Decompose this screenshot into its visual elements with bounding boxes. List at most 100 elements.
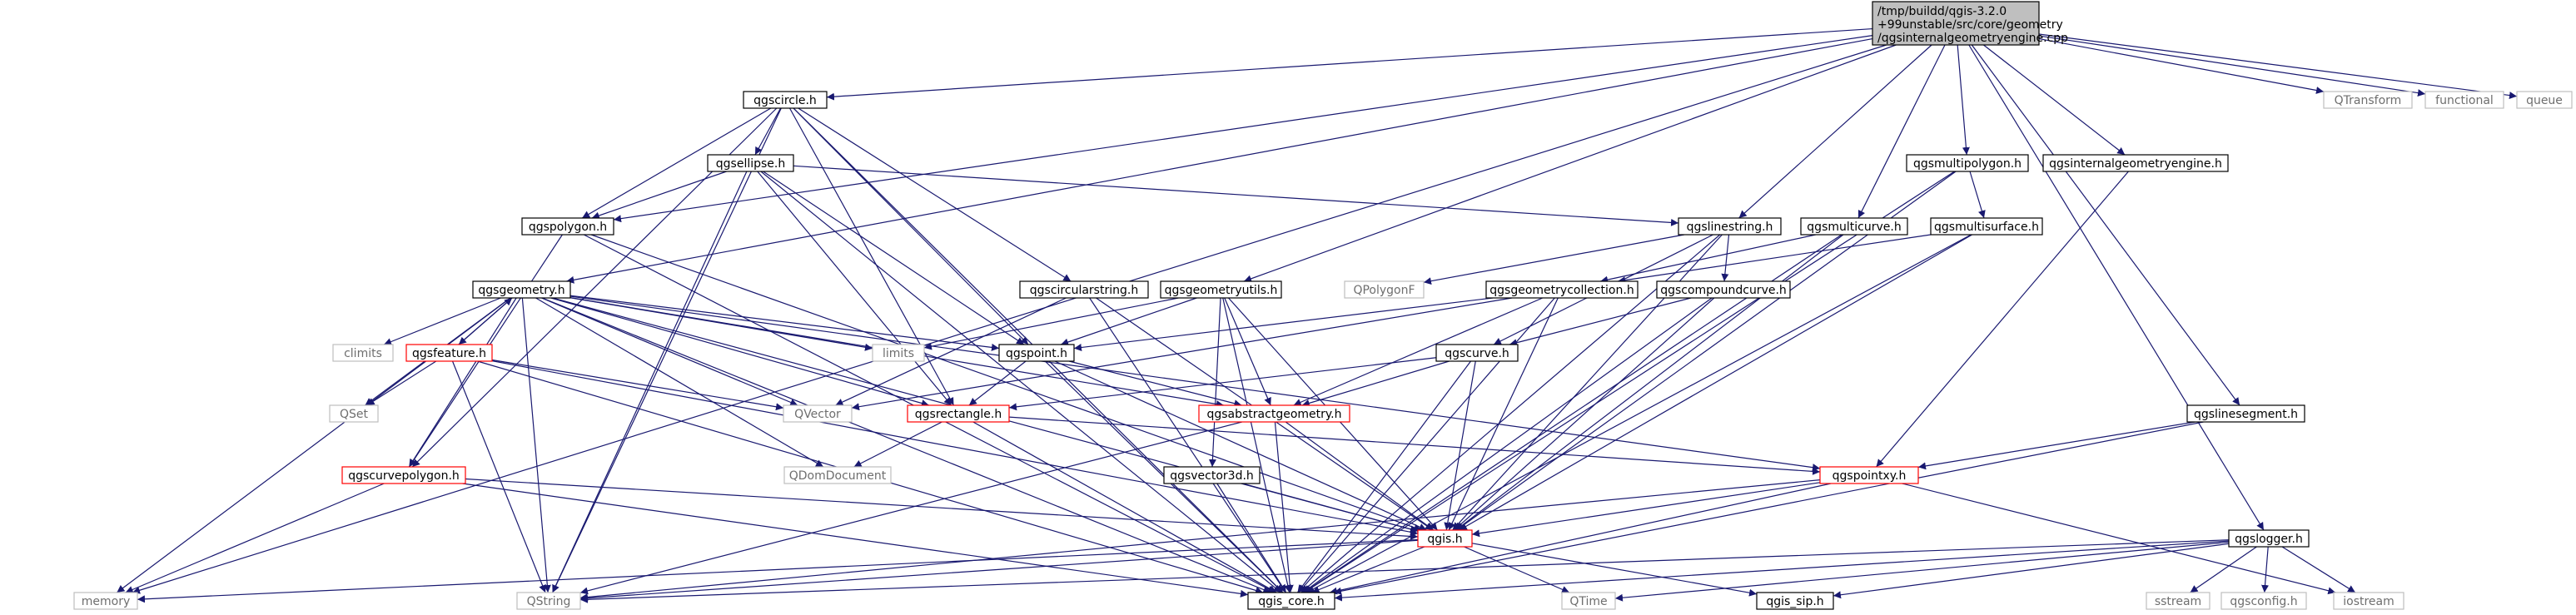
edge-qgsgeometry-to-QDomDocument xyxy=(535,297,824,468)
node-qgslogger[interactable]: qgslogger.h xyxy=(2228,529,2310,548)
node-label: qgspolygon.h xyxy=(529,221,607,234)
node-box xyxy=(1678,217,1782,236)
node-qgscurve[interactable]: qgscurve.h xyxy=(1435,344,1519,362)
node-qgspointxy[interactable]: qgspointxy.h xyxy=(1819,466,1919,484)
node-climits: climits xyxy=(332,344,394,362)
node-box xyxy=(1019,280,1149,299)
edge-qgsmultipolygon-to-qgsmultisurface xyxy=(1969,171,1986,219)
edge-qgsfeature-to-QString xyxy=(451,360,546,593)
node-qgslinesegment[interactable]: qgslinesegment.h xyxy=(2186,404,2305,423)
node-label: QDomDocument xyxy=(789,469,887,483)
node-qgsmultipolygon[interactable]: qgsmultipolygon.h xyxy=(1906,154,2029,172)
node-qgsabstractgeometry[interactable]: qgsabstractgeometry.h xyxy=(1198,404,1350,423)
node-qgsvector3d[interactable]: qgsvector3d.h xyxy=(1163,466,1261,484)
node-box xyxy=(1656,280,1791,299)
edge-qgscircle-to-qgspolygon xyxy=(581,107,772,219)
node-qgsgeometryutils[interactable]: qgsgeometryutils.h xyxy=(1160,280,1282,299)
edge-qgsgeometrycollection-to-qgsabstractgeometry xyxy=(1293,297,1544,406)
edge-qgsfeature-to-qgis xyxy=(491,360,1419,536)
node-queue: queue xyxy=(2516,91,2573,109)
edge-qgsgeometrycollection-to-QVector xyxy=(851,297,1513,411)
node-label: functional xyxy=(2435,94,2494,107)
edge-qgslogger-to-qgis_core xyxy=(1334,540,2230,602)
edge-root-to-memory xyxy=(132,44,1887,594)
node-qgis[interactable]: qgis.h xyxy=(1417,529,1473,548)
edge-qgsgeometryutils-to-qgspoint xyxy=(1060,297,1197,346)
node-qgscompoundcurve[interactable]: qgscompoundcurve.h xyxy=(1656,280,1791,299)
node-memory: memory xyxy=(73,592,138,610)
edge-root-to-QTransform xyxy=(2038,37,2325,94)
edge-qgsrectangle-to-qgis_core xyxy=(972,421,1277,593)
edge-qgscircle-to-qgscircularstring xyxy=(798,107,1072,282)
node-box xyxy=(329,404,379,423)
node-qgsfeature[interactable]: qgsfeature.h xyxy=(405,344,493,362)
node-qgsellipse[interactable]: qgsellipse.h xyxy=(707,154,794,172)
node-label: queue xyxy=(2526,94,2563,107)
node-box xyxy=(516,592,581,610)
edge-root-to-qgslinestring xyxy=(1738,44,1932,219)
node-qgscurvepolygon[interactable]: qgscurvepolygon.h xyxy=(341,466,466,484)
node-qgsinternalgeometryengine[interactable]: qgsinternalgeometryengine.h xyxy=(2042,154,2229,172)
edge-qgsgeometry-to-qgsrectangle xyxy=(550,297,929,407)
edge-qgslogger-to-sstream xyxy=(2190,546,2257,593)
edge-root-to-qgspolygon xyxy=(613,35,1873,223)
node-qgis_sip[interactable]: qgis_sip.h xyxy=(1756,592,1834,610)
node-label: qgsfeature.h xyxy=(412,347,486,360)
edge-qgscurvepolygon-to-memory xyxy=(125,483,385,593)
node-qgsrectangle[interactable]: qgsrectangle.h xyxy=(907,404,1010,423)
node-label: qgis_sip.h xyxy=(1766,595,1823,608)
root-title-line: /tmp/buildd/qgis-3.2.0 xyxy=(1877,5,2007,18)
node-label: limits xyxy=(883,347,914,360)
node-label: qgsmultisurface.h xyxy=(1934,221,2039,234)
edge-qgsmultisurface-to-qgis xyxy=(1459,234,1972,531)
node-label: qgsvector3d.h xyxy=(1170,469,1254,483)
node-box xyxy=(2424,91,2504,109)
edge-root-to-qgsmultipolygon xyxy=(1957,44,1970,156)
node-qgsmulticurve[interactable]: qgsmulticurve.h xyxy=(1800,217,1908,236)
node-qgspolygon[interactable]: qgspolygon.h xyxy=(521,217,614,236)
edge-qgis-to-QTime xyxy=(1464,546,1570,593)
edge-qgslogger-to-iostream xyxy=(2281,546,2356,593)
node-box xyxy=(2516,91,2573,109)
edge-qgscurve-to-qgis_core xyxy=(1297,360,1471,593)
edge-qgslogger-to-QTime xyxy=(1614,541,2230,602)
edge-qgsmultisurface-to-qgsgeometrycollection xyxy=(1618,234,1932,285)
node-root[interactable]: /tmp/buildd/qgis-3.2.0+99unstable/src/co… xyxy=(1872,1,2068,46)
edge-qgslinesegment-to-qgis_core xyxy=(1333,421,2204,595)
node-qgsgeometry[interactable]: qgsgeometry.h xyxy=(472,280,571,299)
node-label: qgslinestring.h xyxy=(1687,221,1773,234)
node-qgsgeometrycollection[interactable]: qgsgeometrycollection.h xyxy=(1485,280,1639,299)
node-box xyxy=(2323,91,2413,109)
node-qgsmultisurface[interactable]: qgsmultisurface.h xyxy=(1930,217,2043,236)
edge-qgscompoundcurve-to-qgscurve xyxy=(1509,297,1692,347)
node-qgscircularstring[interactable]: qgscircularstring.h xyxy=(1019,280,1149,299)
edge-qgslinestring-to-QPolygonF xyxy=(1423,234,1685,285)
edge-qgsgeometrycollection-to-qgspoint xyxy=(1073,297,1494,351)
node-label: qgscurve.h xyxy=(1445,347,1509,360)
node-box xyxy=(783,404,853,423)
node-qgslinestring[interactable]: qgslinestring.h xyxy=(1678,217,1782,236)
node-qgscircle[interactable]: qgscircle.h xyxy=(743,91,828,109)
node-qgspoint[interactable]: qgspoint.h xyxy=(998,344,1075,362)
edge-root-to-qgslinesegment xyxy=(1971,44,2240,406)
node-label: QTime xyxy=(1569,595,1607,608)
edge-qgslinestring-to-qgscompoundcurve xyxy=(1721,234,1730,282)
edge-root-to-qgsgeometryutils xyxy=(1243,44,1897,283)
node-qgis_core[interactable]: qgis_core.h xyxy=(1247,592,1335,610)
node-qgsconfig: qgsconfig.h xyxy=(2220,592,2307,610)
node-box xyxy=(73,592,138,610)
node-label: qgscircularstring.h xyxy=(1030,284,1138,297)
node-box xyxy=(1435,344,1519,362)
node-label: qgsmultipolygon.h xyxy=(1913,157,2022,171)
edge-qgsellipse-to-qgspolygon xyxy=(591,171,727,220)
edge-qgsellipse-to-QString xyxy=(552,171,748,593)
node-label: qgscurvepolygon.h xyxy=(348,469,460,483)
edge-qgscurvepolygon-to-qgis_core xyxy=(462,483,1249,598)
node-label: qgslinesegment.h xyxy=(2194,408,2298,421)
node-QDomDocument: QDomDocument xyxy=(783,466,892,484)
edge-root-to-qgslogger xyxy=(1968,44,2265,531)
node-box xyxy=(2228,529,2310,548)
node-label: QSet xyxy=(340,408,369,421)
node-label: sstream xyxy=(2155,595,2201,608)
